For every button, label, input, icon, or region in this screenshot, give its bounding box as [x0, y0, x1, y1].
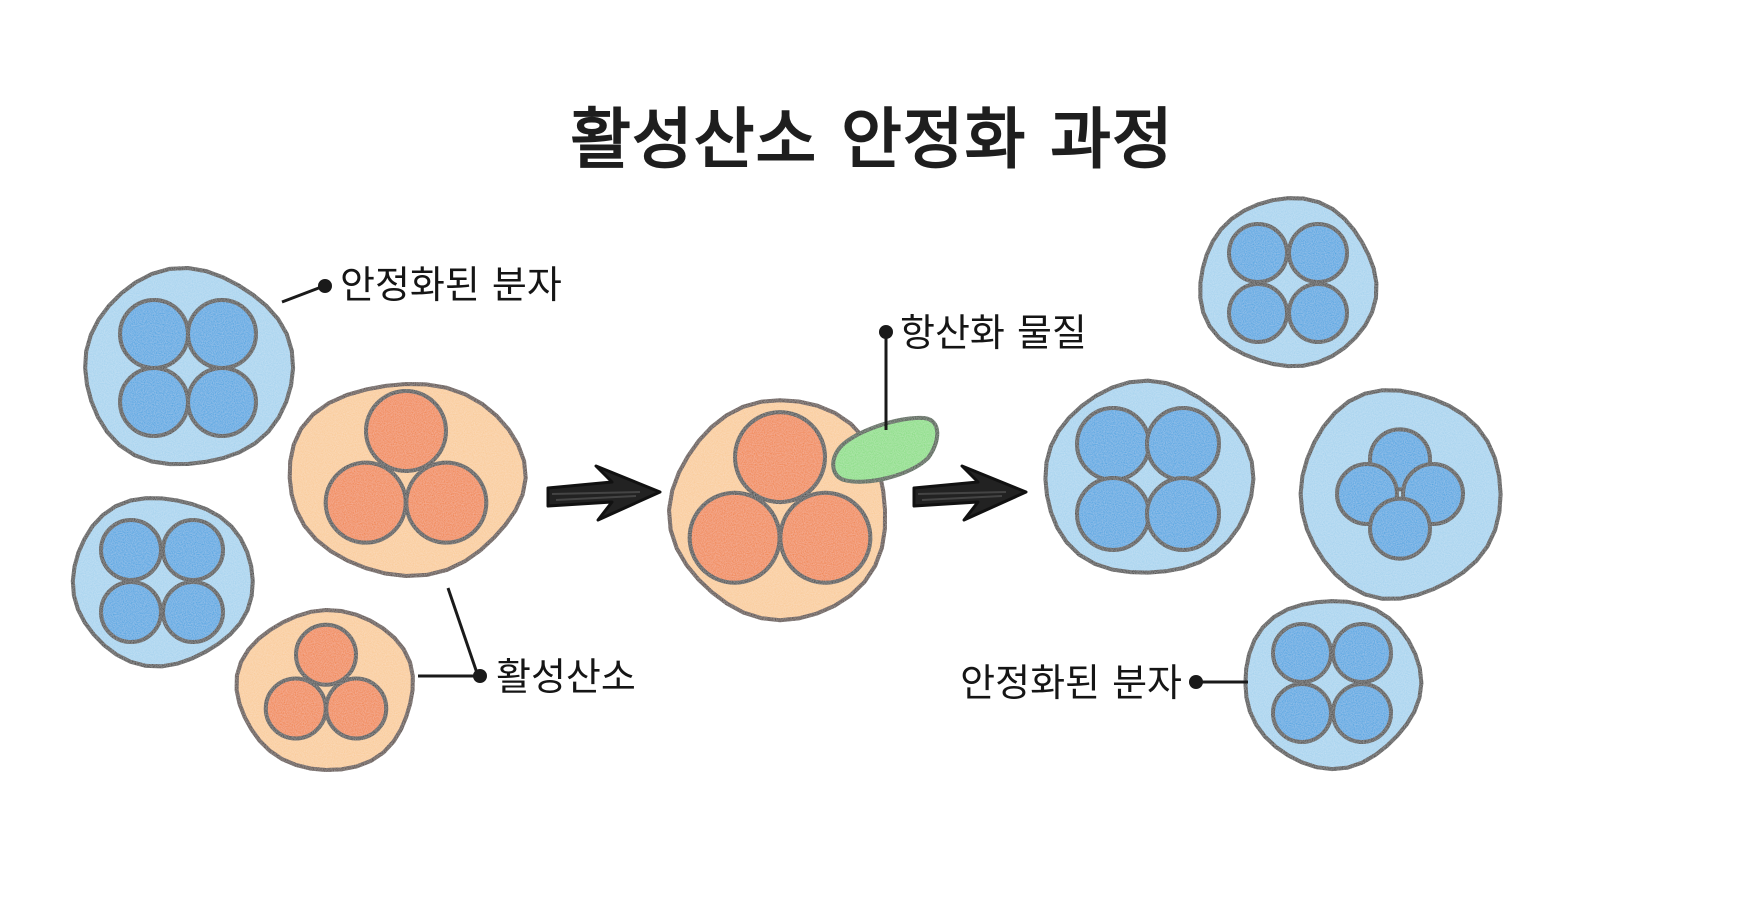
active-oxygen-icon: [287, 381, 528, 579]
electron-pair: [1075, 406, 1151, 482]
electron-pair: [1331, 622, 1393, 684]
unpaired-electron: [778, 490, 873, 585]
electron-pair: [99, 580, 163, 644]
unpaired-electron: [324, 676, 389, 741]
antioxidant-capsule-icon: [831, 415, 940, 484]
unpaired-electron: [323, 460, 408, 545]
unpaired-electron: [733, 410, 827, 505]
process-arrow-icon: [546, 464, 662, 522]
electron-pair: [1271, 622, 1333, 684]
electron-pair: [1287, 282, 1349, 344]
page-title: 활성산소 안정화 과정: [570, 101, 1174, 178]
unpaired-electron: [263, 676, 328, 741]
electron-pair: [118, 366, 190, 438]
stable-molecule-icon: [1043, 378, 1256, 575]
electron-pair: [186, 366, 258, 438]
active-oxygen-icon: [234, 607, 415, 773]
electron-pair: [1271, 682, 1333, 744]
electron-pair: [1145, 476, 1221, 552]
stable-molecule-label: 안정화된 분자: [960, 661, 1182, 705]
active-oxygen-label: 활성산소: [496, 655, 636, 699]
leader-lines: [281, 284, 1248, 684]
unpaired-electron: [364, 388, 448, 473]
unpaired-electron: [687, 490, 782, 585]
stable-molecule-icon: [83, 265, 296, 467]
stable-molecule-icon: [1198, 196, 1379, 369]
label-dots: [318, 279, 1203, 689]
unpaired-electron: [404, 460, 489, 545]
electron-pair: [1287, 222, 1349, 284]
active-oxygen-icon: [666, 398, 888, 623]
unpaired-electron: [294, 622, 358, 687]
stable-molecule-icon: [1298, 388, 1503, 601]
electron-pair: [161, 518, 225, 582]
electron-pair: [1227, 282, 1289, 344]
stable-molecule-icon: [70, 496, 255, 669]
electron-pair: [1075, 476, 1151, 552]
electron-pair: [186, 298, 258, 370]
electron-pair: [1227, 222, 1289, 284]
process-arrow-icon: [912, 464, 1028, 522]
stable-molecule-label: 안정화된 분자: [340, 263, 562, 307]
electron-pair: [1145, 406, 1221, 482]
electron-pair: [118, 298, 190, 370]
electron-pair: [99, 518, 163, 582]
electron-pair: [1368, 496, 1432, 561]
antioxidant-label: 항산화 물질: [900, 311, 1087, 355]
stable-molecule-icon: [1243, 599, 1424, 772]
electron-pair: [161, 580, 225, 644]
electron-pair: [1331, 682, 1393, 744]
